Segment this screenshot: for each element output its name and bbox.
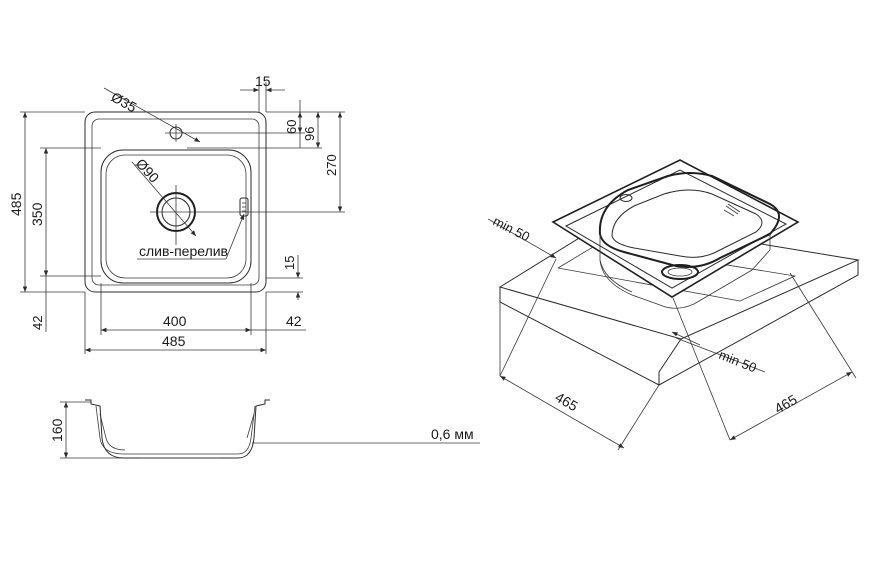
sink-flange-inner	[564, 169, 788, 289]
dim-270: 270	[324, 154, 339, 176]
side-view: 160 0,6 мм	[49, 399, 480, 459]
dim-overflow-15: 15	[282, 256, 297, 270]
dim-bowl-height-350: 350	[29, 202, 45, 226]
dim-overall-height-485: 485	[8, 192, 24, 216]
dim-side-42-vertical: 42	[30, 316, 45, 330]
side-profile-inner	[95, 405, 256, 455]
dim-60: 60	[284, 120, 299, 134]
dim-tap-offset-15: 15	[255, 73, 271, 89]
perspective-view: min 50 min 50 465 465	[487, 159, 860, 451]
dim-depth-160: 160	[49, 418, 65, 442]
sink-rim-line	[91, 118, 260, 286]
sink-flange-outer	[551, 159, 800, 298]
perspective-drain	[661, 264, 699, 280]
dim-width-side-465: 465	[772, 391, 800, 417]
perspective-tap-hole	[619, 194, 633, 202]
bowl-rim	[598, 172, 780, 268]
bowl-wall-lower	[611, 189, 763, 258]
overflow-label: слив-перелив	[139, 243, 228, 259]
top-view: Ø35 Ø90 слив-перелив 15 60 96 270 15	[8, 73, 345, 354]
dim-bowl-width-400: 400	[163, 313, 187, 329]
bowl-outline	[100, 149, 252, 284]
dim-overall-width-485: 485	[162, 333, 186, 349]
perspective-overflow	[723, 203, 741, 217]
sink-outer-contour	[84, 111, 267, 293]
overflow-slot	[239, 197, 249, 217]
dim-96: 96	[302, 127, 317, 141]
countertop-front	[499, 260, 859, 386]
min-gap-right-label: min 50	[717, 347, 759, 376]
min-gap-left-label: min 50	[491, 213, 533, 244]
dim-thickness: 0,6 мм	[431, 426, 474, 442]
dim-width-front-465: 465	[553, 389, 581, 415]
dim-side-42-horizontal: 42	[286, 313, 302, 329]
side-profile-outer	[85, 399, 270, 459]
drain-diameter-label: Ø90	[133, 155, 163, 186]
